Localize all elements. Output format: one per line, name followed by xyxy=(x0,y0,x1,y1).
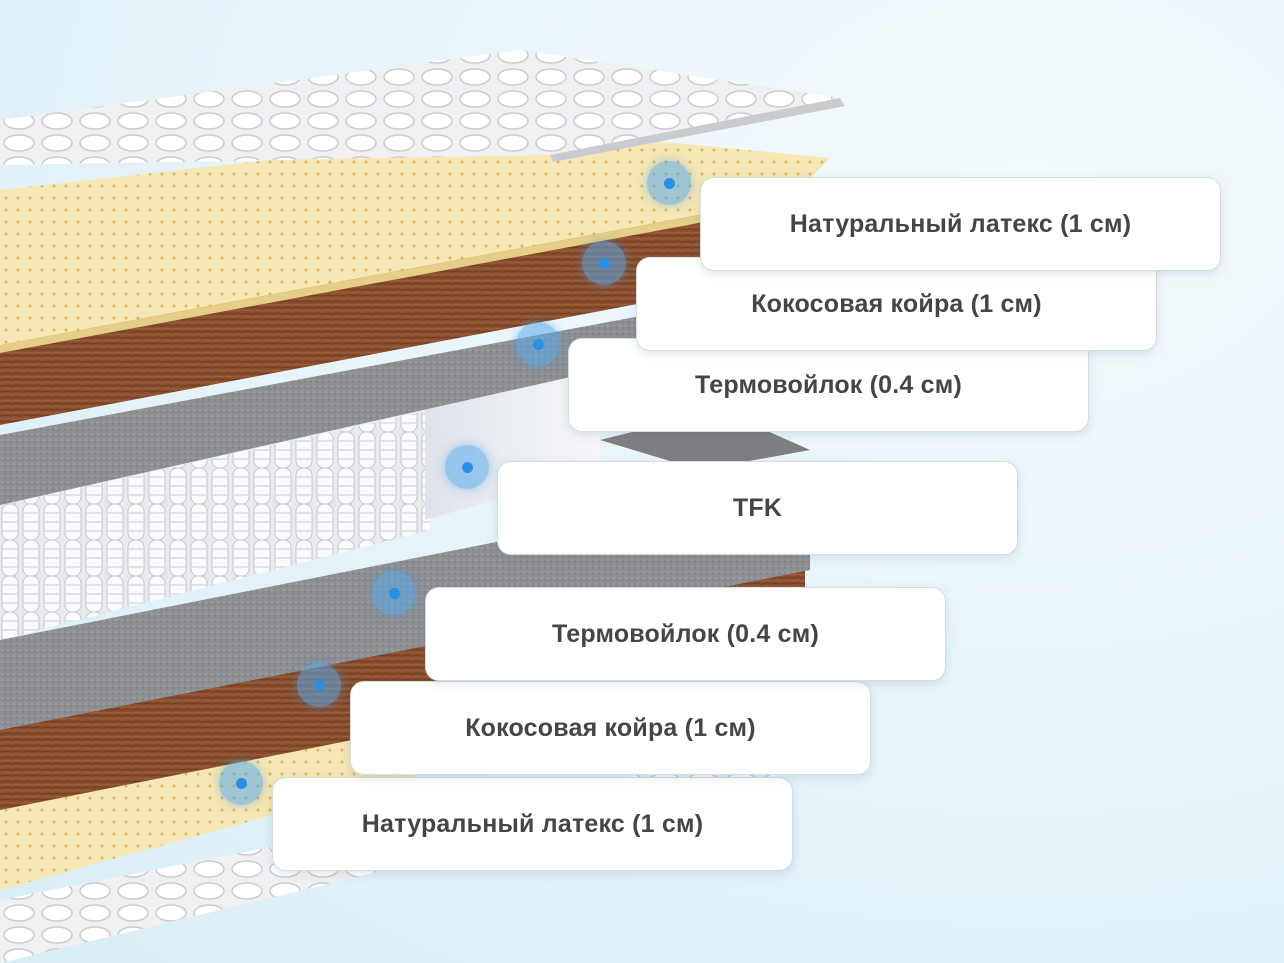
layer-label: Натуральный латекс (1 см) xyxy=(789,209,1132,238)
layer-label: TFK xyxy=(732,493,783,522)
layer-callout-3: Термовойлок (0.4 см) xyxy=(568,338,1089,432)
hotspot-icon[interactable] xyxy=(219,761,263,805)
hotspot-icon[interactable] xyxy=(445,445,489,489)
layer-callout-6: Кокосовая койра (1 см) xyxy=(350,681,871,775)
layer-label: Кокосовая койра (1 см) xyxy=(465,713,756,742)
layer-label: Кокосовая койра (1 см) xyxy=(751,289,1042,318)
hotspot-icon[interactable] xyxy=(647,161,691,205)
hotspot-icon[interactable] xyxy=(372,571,416,615)
hotspot-icon[interactable] xyxy=(297,663,341,707)
layer-label: Термовойлок (0.4 см) xyxy=(694,370,962,399)
top-latex-layer xyxy=(0,130,830,353)
hotspot-icon[interactable] xyxy=(516,322,560,366)
top-cover-layer xyxy=(0,50,845,165)
layer-callout-7: Натуральный латекс (1 см) xyxy=(272,777,793,871)
layer-callout-1: Натуральный латекс (1 см) xyxy=(700,177,1221,271)
layer-label: Натуральный латекс (1 см) xyxy=(361,809,704,838)
layer-callout-4: TFK xyxy=(497,461,1018,555)
hotspot-icon[interactable] xyxy=(582,241,626,285)
layer-label: Термовойлок (0.4 см) xyxy=(551,619,819,648)
layer-callout-5: Термовойлок (0.4 см) xyxy=(425,587,946,681)
layer-callout-2: Кокосовая койра (1 см) xyxy=(636,257,1157,351)
